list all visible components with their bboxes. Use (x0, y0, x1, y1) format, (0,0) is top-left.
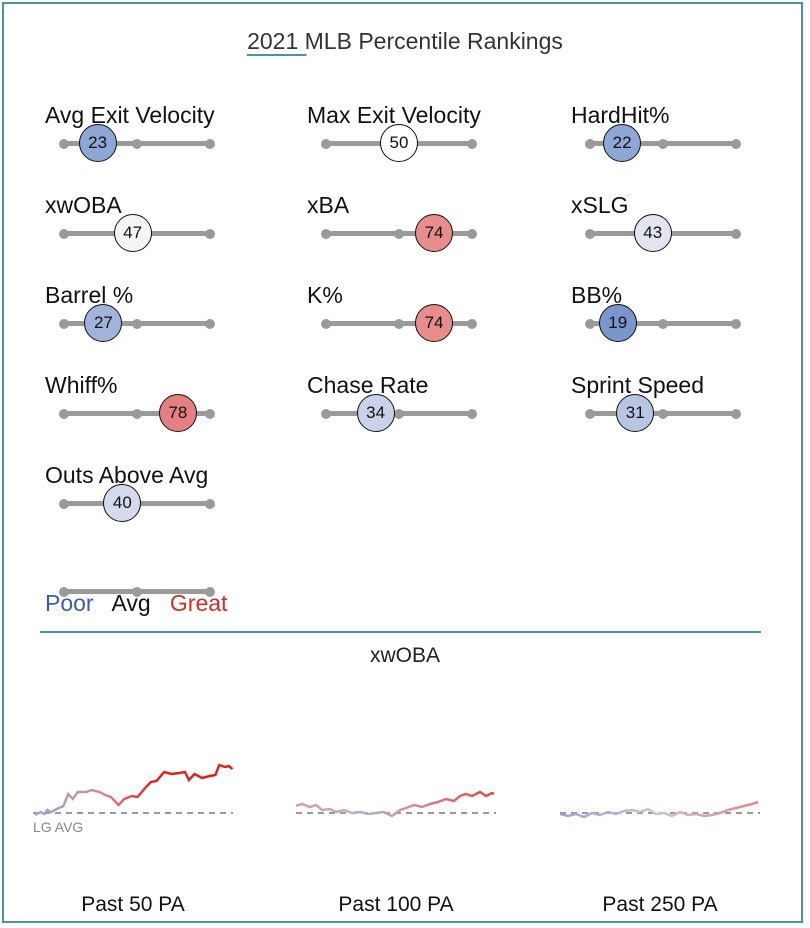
percentile-track: 27 (59, 304, 215, 342)
divider (40, 631, 761, 633)
percentile-circle: 23 (78, 124, 117, 162)
metric-bb-: BB% 19 (571, 282, 791, 362)
percentile-circle: 74 (415, 214, 454, 252)
sparkline-250pa (560, 800, 760, 819)
metric-label: xBA (307, 192, 350, 218)
panel-label-50: Past 50 PA (81, 893, 185, 916)
percentile-track: 31 (585, 394, 741, 432)
metric-label: BB% (571, 282, 623, 308)
metric-label: xwOBA (45, 192, 122, 218)
percentile-circle: 34 (356, 394, 395, 432)
metric-label: HardHit% (571, 102, 670, 128)
page-title: 2021 MLB Percentile Rankings (247, 28, 563, 56)
lg-avg-label: LG AVG (33, 819, 83, 835)
metric-sprint-speed: Sprint Speed 31 (571, 372, 791, 452)
metric-label: Whiff% (45, 372, 118, 398)
percentile-track: 50 (321, 124, 477, 162)
percentile-circle: 22 (603, 124, 642, 162)
metric-label: K% (307, 282, 343, 308)
legend-great: Great (169, 590, 228, 616)
percentile-track: 23 (59, 124, 215, 162)
percentile-circle: 31 (616, 394, 655, 432)
metric-label: xSLG (571, 192, 629, 218)
legend-scale (45, 550, 265, 630)
metric-hardhit-: HardHit% 22 (571, 102, 791, 182)
metric-label: Max Exit Velocity (307, 102, 481, 128)
panel-label-100: Past 100 PA (338, 893, 454, 916)
sparkline-100pa (296, 790, 496, 818)
percentile-circle: 50 (380, 124, 418, 162)
legend: Poor Avg Great (45, 590, 227, 617)
metric-whiff-: Whiff% 78 (45, 372, 265, 452)
percentile-track: 19 (585, 304, 741, 342)
metric-label: Chase Rate (307, 372, 429, 398)
panel-label-250: Past 250 PA (602, 893, 718, 916)
metric-avg-exit-velocity: Avg Exit Velocity 23 (45, 102, 265, 182)
metric-max-exit-velocity: Max Exit Velocity 50 (307, 102, 527, 182)
percentile-track: 34 (321, 394, 477, 432)
legend-avg: Avg (111, 590, 151, 616)
sparkline-50pa: LG AVG (33, 763, 233, 835)
metric-barrel-: Barrel % 27 (45, 282, 265, 362)
metric-label: Barrel % (45, 282, 134, 308)
percentile-track: 74 (321, 304, 477, 342)
xwoba-title: xwOBA (369, 644, 440, 667)
percentile-track: 74 (321, 214, 477, 252)
metric-xba: xBA 74 (307, 192, 527, 272)
percentile-track: 40 (59, 484, 215, 522)
percentile-track: 47 (59, 214, 215, 252)
percentile-circle: 47 (113, 214, 152, 252)
percentile-circle: 19 (598, 304, 637, 342)
metric-k-: K% 74 (307, 282, 527, 362)
metric-outs-above-avg: Outs Above Avg 40 (45, 462, 265, 542)
percentile-track: 43 (585, 214, 741, 252)
metric-xwoba: xwOBA 47 (45, 192, 265, 272)
percentile-circle: 27 (84, 304, 123, 342)
legend-track (59, 586, 215, 597)
percentile-circle: 78 (158, 394, 197, 432)
legend-poor: Poor (45, 590, 94, 616)
percentile-circle: 43 (633, 214, 672, 252)
metric-label: Sprint Speed (571, 372, 704, 398)
percentile-circle: 40 (103, 484, 142, 522)
percentile-track: 22 (585, 124, 741, 162)
metric-chase-rate: Chase Rate 34 (307, 372, 527, 452)
metric-label: Outs Above Avg (45, 462, 209, 488)
metric-xslg: xSLG 43 (571, 192, 791, 272)
metric-label: Avg Exit Velocity (45, 102, 215, 128)
percentile-circle: 74 (415, 304, 454, 342)
percentile-track: 78 (59, 394, 215, 432)
